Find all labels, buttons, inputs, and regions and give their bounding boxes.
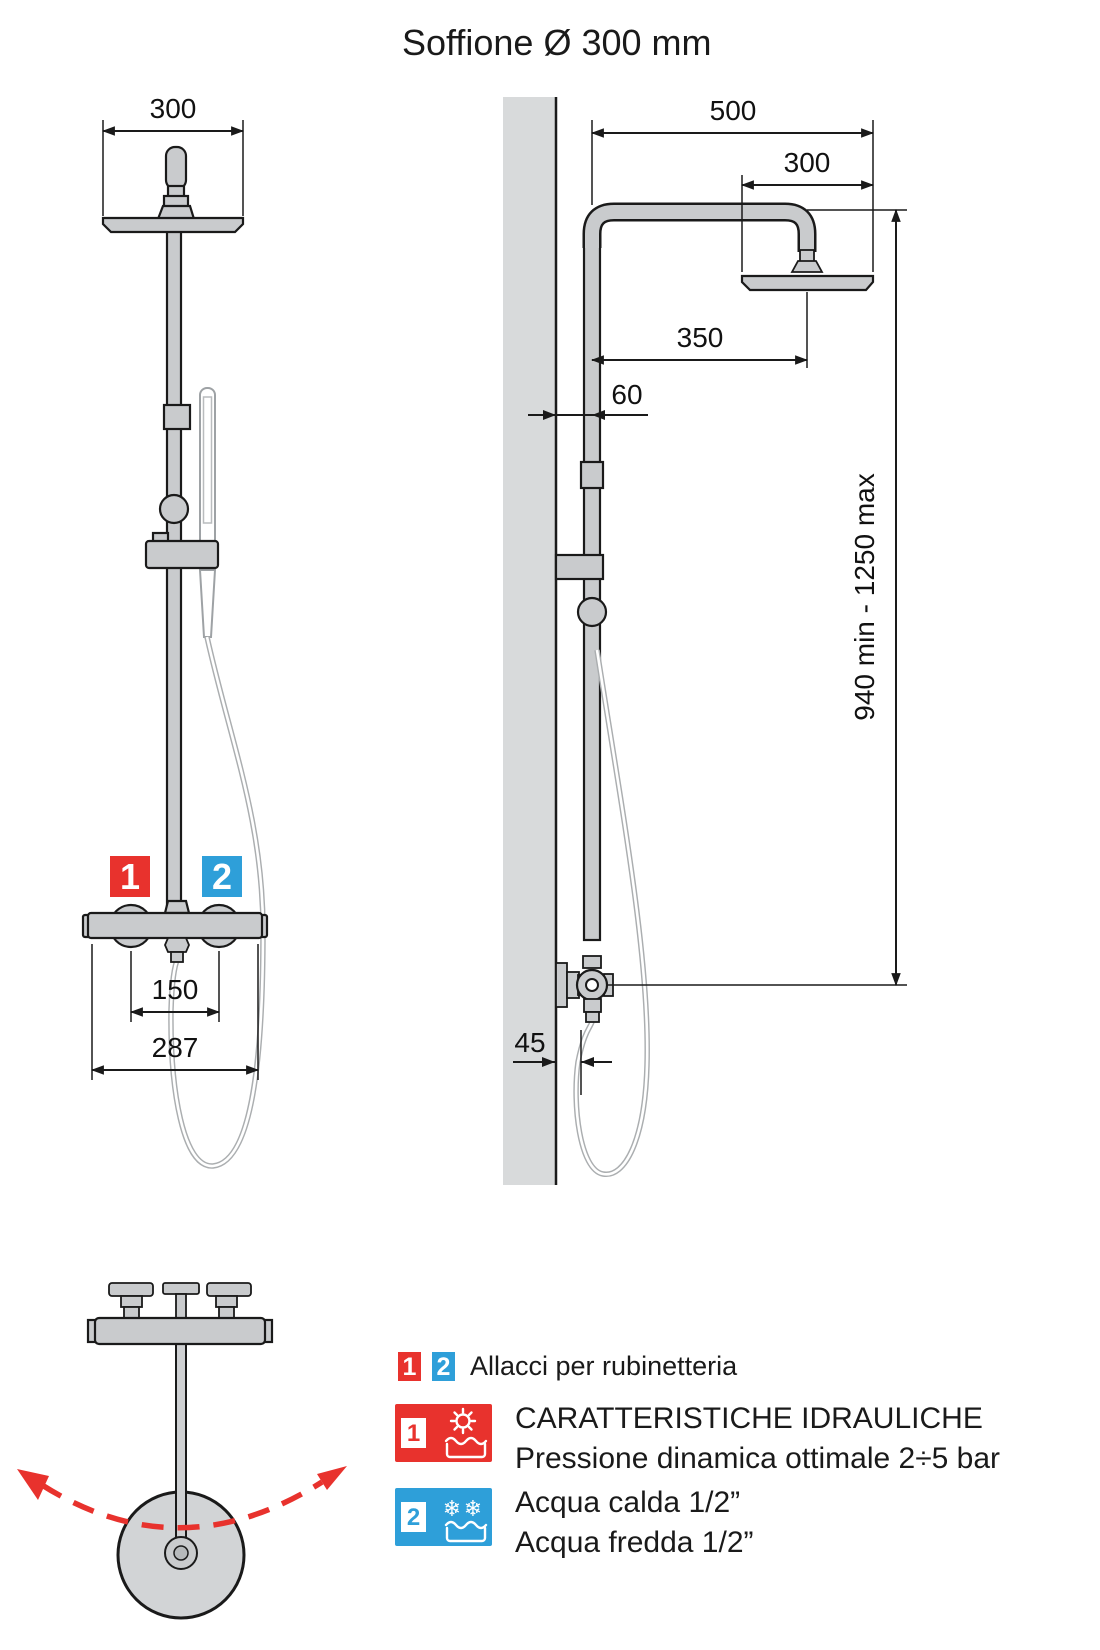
side-dim-wall-offset-label: 60 bbox=[611, 379, 642, 410]
legend-cold-badge-label: 2 bbox=[437, 1353, 451, 1381]
side-dim-head-diameter: 300 bbox=[740, 147, 875, 272]
spec-cold-badge: 2 ❄ ❄ bbox=[395, 1488, 492, 1546]
hot-water-basin-icon bbox=[444, 1436, 488, 1459]
legend-hot-badge-label: 1 bbox=[403, 1353, 417, 1381]
page-title: Soffione Ø 300 mm bbox=[402, 22, 712, 63]
side-riser-pipe bbox=[582, 236, 602, 942]
front-hand-shower bbox=[198, 387, 217, 638]
spec-cold-water: Acqua fredda 1/2” bbox=[515, 1526, 754, 1559]
front-view: 300 bbox=[81, 93, 269, 1169]
front-dim-head-width: 300 bbox=[101, 93, 245, 216]
top-center-handle bbox=[162, 1282, 200, 1295]
legend-hot-badge bbox=[398, 1352, 421, 1381]
legend-cold-badge bbox=[432, 1352, 455, 1381]
front-hand-shower-grip bbox=[198, 569, 217, 638]
front-hand-shower-detail bbox=[202, 396, 213, 524]
side-head-cone bbox=[790, 260, 824, 273]
swivel-arrow-right bbox=[317, 1466, 347, 1490]
side-wall-bracket bbox=[554, 553, 605, 581]
side-dim-projection-label: 500 bbox=[710, 95, 757, 126]
spec-cold-number: 2 bbox=[407, 1504, 420, 1531]
top-valve-body bbox=[93, 1316, 267, 1346]
side-dim-arm-reach-label: 350 bbox=[677, 322, 724, 353]
svg-text:❄: ❄ bbox=[464, 1497, 482, 1522]
spec-hot-water: Acqua calda 1/2” bbox=[515, 1486, 740, 1519]
front-dim-body-width-label: 287 bbox=[152, 1032, 199, 1063]
front-riser-pipe bbox=[165, 226, 183, 917]
legend-text: Allacci per rubinetteria bbox=[470, 1351, 738, 1381]
side-dim-height-range: 940 min - 1250 max bbox=[849, 208, 901, 987]
hot-inlet-badge bbox=[110, 856, 150, 897]
swivel-arc-path bbox=[40, 1479, 324, 1531]
side-hose bbox=[573, 649, 650, 1177]
cold-water-basin-icon bbox=[444, 1520, 488, 1543]
top-center-handle-stem bbox=[175, 1293, 187, 1320]
front-head-swivel bbox=[156, 145, 196, 221]
legend: 1 2 Allacci per rubinetteria bbox=[398, 1351, 738, 1381]
cold-inlet-badge bbox=[202, 856, 242, 897]
side-shower-arm bbox=[582, 202, 817, 252]
side-view: 500 300 350 60 940 min - 1250 max bbox=[503, 95, 907, 1185]
top-view bbox=[17, 1282, 347, 1620]
swivel-arrow-left bbox=[17, 1469, 49, 1500]
swivel-arc bbox=[17, 1466, 347, 1531]
side-dim-projection: 500 bbox=[590, 95, 875, 272]
front-valve-body bbox=[86, 911, 264, 940]
front-dim-head-width-label: 300 bbox=[150, 93, 197, 124]
side-dim-hose-offset-label: 45 bbox=[514, 1027, 545, 1058]
top-right-handle bbox=[206, 1282, 252, 1297]
front-valve-collar bbox=[163, 899, 191, 915]
front-dim-inlet-spacing: 150 bbox=[129, 951, 221, 1022]
wall bbox=[503, 97, 556, 1185]
front-valve bbox=[81, 899, 269, 963]
front-dim-inlet-spacing-label: 150 bbox=[152, 974, 199, 1005]
top-riser-pipe bbox=[175, 1343, 187, 1554]
top-right-handle-boss bbox=[215, 1295, 238, 1308]
spec-hot-number: 1 bbox=[407, 1420, 420, 1447]
side-valve-hose-nipple bbox=[585, 1011, 600, 1023]
side-dim-height-range-label: 940 min - 1250 max bbox=[849, 473, 880, 720]
side-dim-wall-offset: 60 bbox=[528, 379, 648, 420]
spec-heading: CARATTERISTICHE IDRAULICHE bbox=[515, 1402, 983, 1435]
front-dim-body-width: 287 bbox=[90, 944, 260, 1080]
front-valve-outlet-nut bbox=[164, 937, 190, 953]
front-slider-bracket bbox=[144, 531, 220, 570]
top-left-handle-boss bbox=[120, 1295, 143, 1308]
side-head-disc bbox=[740, 274, 875, 292]
side-valve-wall-flange bbox=[555, 962, 568, 1008]
hot-inlet-badge-label: 1 bbox=[120, 856, 140, 897]
spec-cold-number-box bbox=[401, 1502, 426, 1532]
side-valve-bottom-nut bbox=[583, 998, 602, 1013]
spec-hot-badge: 1 bbox=[395, 1404, 492, 1462]
side-dim-hose-offset: 45 bbox=[513, 1027, 612, 1095]
side-valve-bore bbox=[585, 978, 599, 992]
hydraulic-specs: 1 2 bbox=[395, 1402, 1000, 1559]
side-telescopic-joint bbox=[579, 460, 605, 490]
sun-icon bbox=[449, 1407, 477, 1435]
top-left-handle bbox=[108, 1282, 154, 1297]
front-inlet-badges: 1 2 bbox=[110, 856, 242, 897]
front-telescopic-joint bbox=[162, 403, 192, 431]
top-valve bbox=[86, 1282, 274, 1346]
side-ball-joint bbox=[576, 596, 608, 628]
side-dim-arm-reach: 350 bbox=[590, 292, 809, 368]
side-shower-head bbox=[740, 249, 875, 292]
front-shower-head bbox=[101, 216, 245, 234]
svg-text:❄: ❄ bbox=[443, 1497, 461, 1522]
front-swivel-handle bbox=[164, 145, 188, 191]
front-valve-outlet bbox=[170, 951, 184, 963]
side-valve-top-nut bbox=[582, 955, 602, 969]
side-valve bbox=[555, 955, 614, 1023]
front-ball-joint bbox=[158, 493, 190, 525]
spec-pressure: Pressione dinamica ottimale 2÷5 bar bbox=[515, 1442, 1000, 1475]
top-swivel-pin bbox=[173, 1545, 189, 1561]
snowflakes-icon: ❄ ❄ bbox=[443, 1497, 482, 1522]
front-bracket-body bbox=[144, 539, 220, 570]
spec-hot-number-box bbox=[401, 1418, 426, 1448]
cold-inlet-badge-label: 2 bbox=[212, 856, 232, 897]
side-dim-head-diameter-label: 300 bbox=[784, 147, 831, 178]
